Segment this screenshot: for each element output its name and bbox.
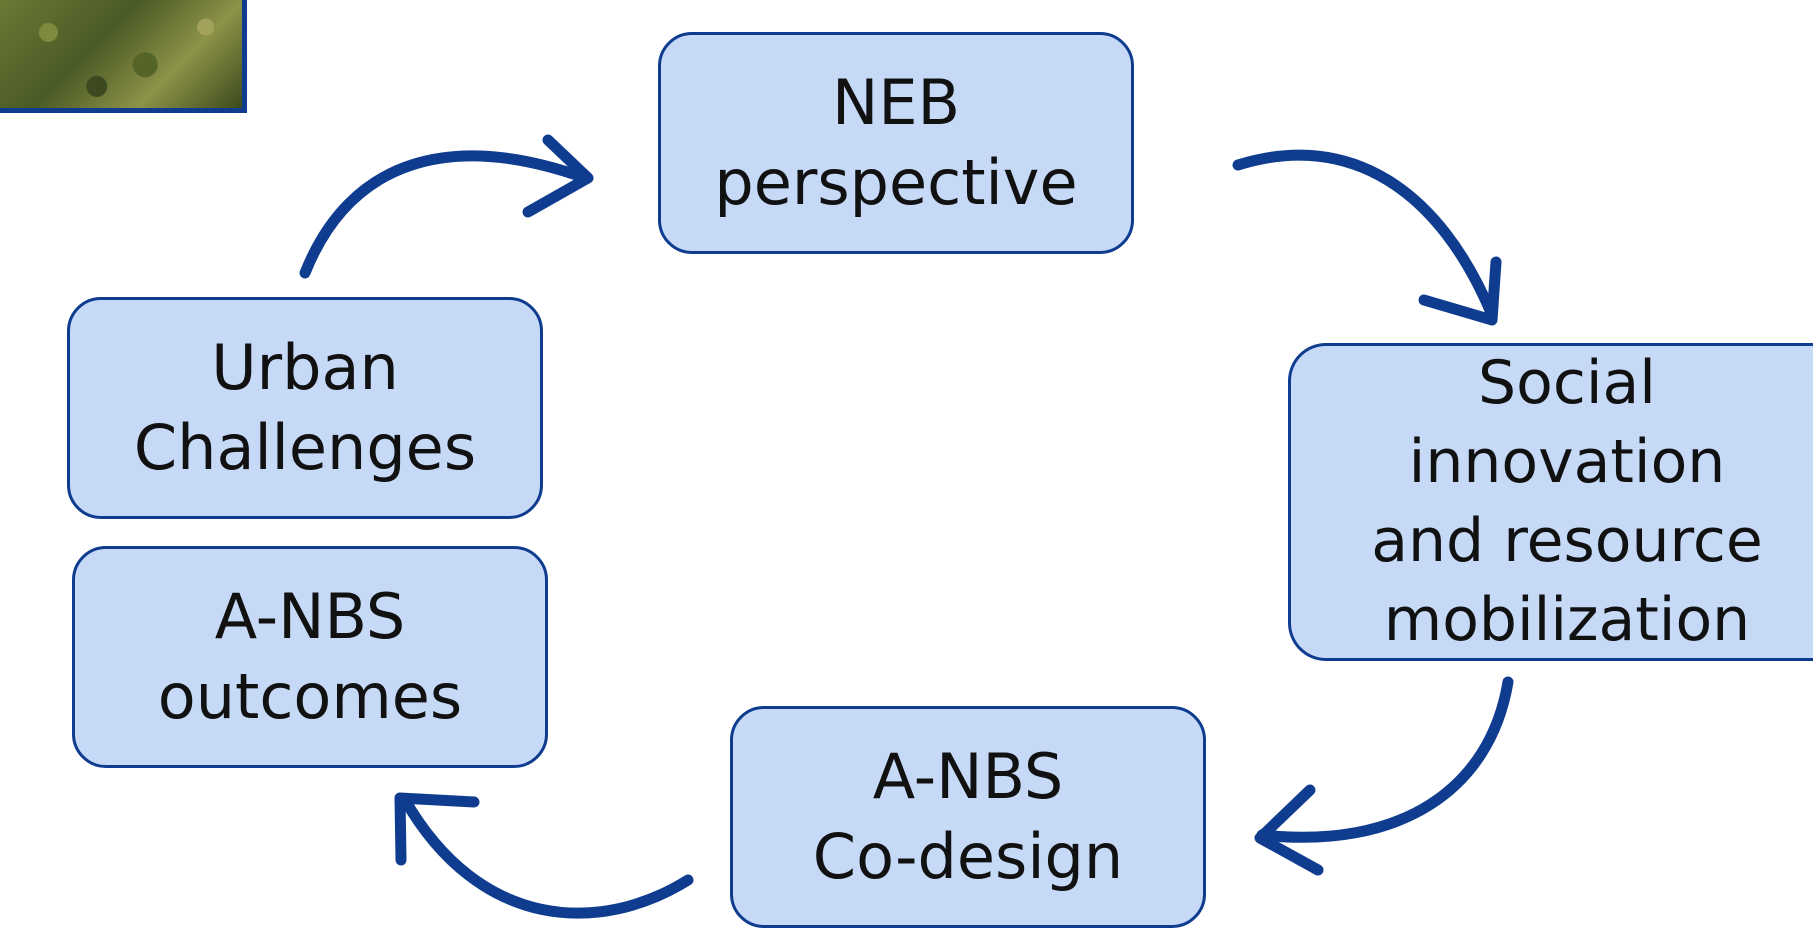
arrow-social-to-codesign-head [1254,784,1324,876]
arrow-neb-to-social-head [1418,256,1502,326]
node-urban-challenges: Urban Challenges [67,297,543,519]
node-neb-perspective: NEB perspective [658,32,1134,254]
node-urban-challenges-label: Urban Challenges [133,331,477,484]
node-social-innovation: Social innovation and resource mobilizat… [1288,343,1813,661]
node-social-innovation-label: Social innovation and resource mobilizat… [1371,348,1763,655]
arrow-neb-to-social [1232,149,1498,321]
node-anbs-outcomes: A-NBS outcomes [72,546,548,768]
node-neb-perspective-label: NEB perspective [714,66,1078,219]
node-anbs-codesign: A-NBS Co-design [730,706,1206,928]
arrow-urban-to-neb-head [522,134,594,218]
arrow-codesign-to-outcomes-head [394,792,480,866]
vegetation-photo [0,0,247,113]
node-anbs-outcomes-label: A-NBS outcomes [157,580,463,733]
arrow-codesign-to-outcomes [399,794,694,919]
node-anbs-codesign-label: A-NBS Co-design [812,740,1124,893]
arrow-social-to-codesign [1256,676,1514,843]
arrow-urban-to-neb [299,150,591,279]
